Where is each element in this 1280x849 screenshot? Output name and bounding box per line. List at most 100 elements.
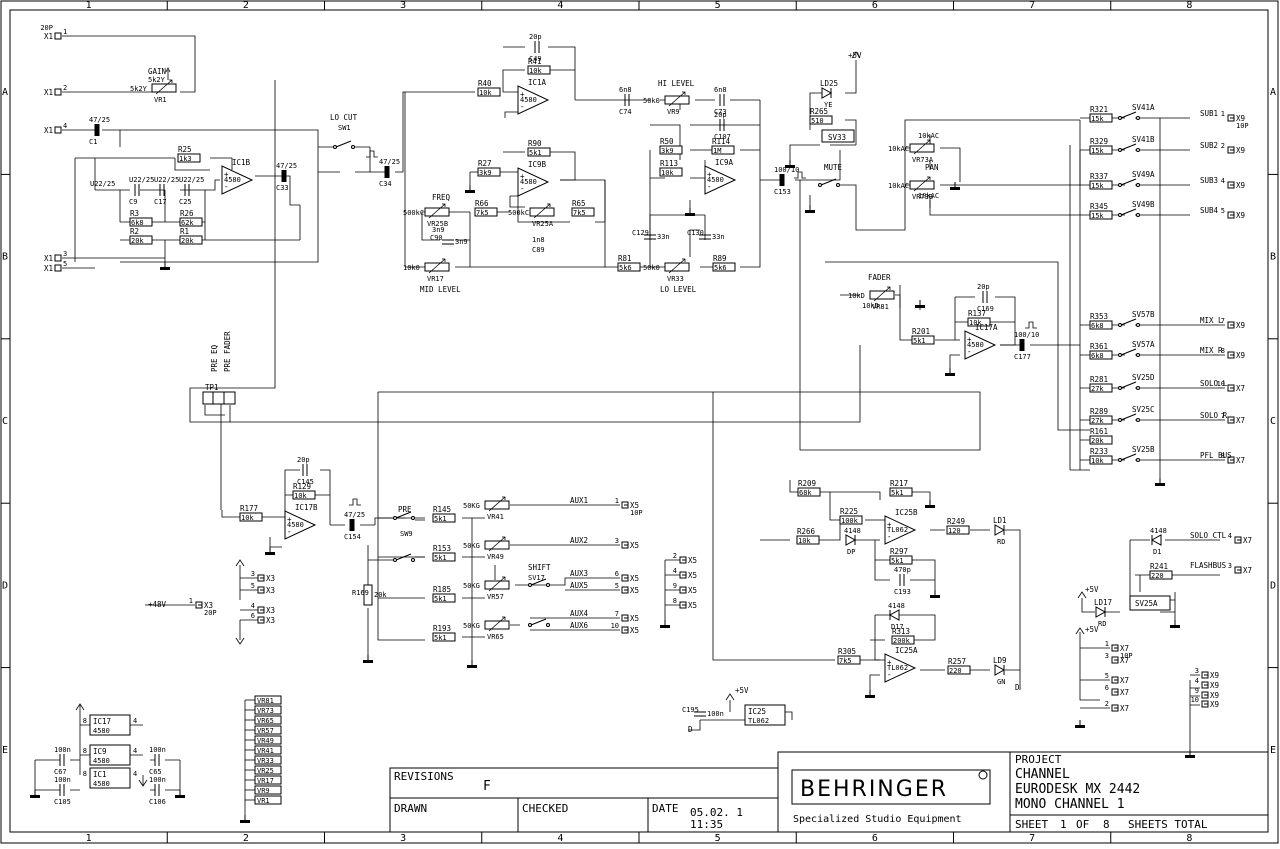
product-name: EURODESK MX 2442 — [1015, 782, 1140, 797]
x7-pin-4-pin-num: 2 — [1105, 700, 1109, 708]
r313-body — [891, 635, 915, 645]
freq-pot-body — [424, 207, 450, 217]
x7-pin-1-name: X7 — [1120, 656, 1129, 665]
x3-pin-2-pin-num: 4 — [251, 602, 255, 610]
ic1a-minus: - — [520, 102, 525, 111]
pre-label: PRE — [398, 505, 412, 514]
ld17-ref: LD17 — [1094, 598, 1112, 607]
ic9b-plus: + — [520, 172, 525, 181]
bus-switch-0-blade — [1120, 111, 1137, 119]
vr9-pot-value: 50k0 — [643, 97, 660, 105]
bus-connector-2-name: X9 — [1236, 181, 1245, 190]
vr41-pot-body — [484, 500, 510, 510]
r297-value: 5k1 — [891, 557, 904, 565]
vr9-pot-body — [664, 95, 690, 105]
vr33-pot-ref: VR33 — [667, 275, 684, 283]
c67-ref: C67 — [54, 768, 67, 776]
x7-pin-1-pin-num: 3 — [1105, 652, 1109, 660]
ic1b-minus: - — [224, 182, 229, 191]
aux-connector-5-pin-num: 10 — [611, 622, 619, 630]
ic25a-plus: + — [887, 658, 892, 667]
gnd-ic17a-symbol — [945, 373, 955, 376]
ic17a-part: 4580 — [967, 341, 984, 349]
pot-list-label-4: VR49 — [257, 737, 274, 745]
c195-ref: C195 — [682, 706, 699, 714]
r1-value: 20k — [181, 237, 194, 245]
r89-body — [712, 262, 736, 272]
bus-net-7: SOLO_R — [1200, 411, 1228, 420]
r81-value: 5k6 — [619, 264, 632, 272]
r217-body — [889, 487, 913, 497]
gain-pot-ref: VR1 — [154, 96, 167, 104]
gnd-sv25a-symbol — [1170, 625, 1180, 628]
r177-ref: R177 — [240, 504, 258, 513]
vr73b-pot-value: 10kAC — [888, 182, 909, 190]
pan-value: 10kAC — [918, 132, 939, 140]
r153-value: 5k1 — [434, 554, 447, 562]
x9-pin-3-name: X9 — [1210, 700, 1219, 709]
c17-value: U22/25 — [154, 176, 179, 184]
vr9-pot-ref: VR9 — [667, 108, 680, 116]
d1-value: 4148 — [1150, 527, 1167, 535]
r137-value: 10k — [969, 319, 982, 327]
connector-x1-2-pin — [54, 88, 62, 96]
ic9b-part: 4580 — [520, 178, 537, 186]
column-label-bottom: 6 — [872, 833, 878, 844]
connector-x1-4-pin-num: 4 — [63, 122, 67, 130]
x7-pin-3-name: X7 — [1120, 688, 1129, 697]
r26-body — [179, 217, 203, 227]
ic9a-symbol — [704, 165, 737, 195]
r1-ref: R1 — [180, 227, 189, 236]
c193-ref: C193 — [894, 588, 911, 596]
x9-pin-3-pin-num: 10 — [1191, 696, 1199, 704]
bus-connector-6-pin-num: 10 — [1217, 380, 1225, 388]
checked-label: CHECKED — [522, 802, 568, 815]
ic-power-pin4-1: 4 — [133, 747, 137, 755]
bus-switch-ref-1: SV41B — [1132, 135, 1155, 144]
vr25a-pot-value: 500kC — [508, 209, 529, 217]
column-label-bottom: 1 — [86, 833, 92, 844]
ic-power-part-0: 4580 — [93, 727, 110, 735]
bus-connector-3-pin-num: 5 — [1221, 207, 1225, 215]
bus-switch-ref-9: SV25B — [1132, 445, 1155, 454]
vr73b-pot-body — [909, 180, 935, 190]
ic25b-plus: + — [887, 520, 892, 529]
r2-value: 20k — [131, 237, 144, 245]
r137-body — [967, 317, 991, 327]
gnd-mute-2-symbol — [805, 210, 815, 213]
r66-body — [474, 207, 498, 217]
r297-body — [889, 555, 913, 565]
column-label-top: 7 — [1029, 0, 1035, 11]
tp1-pre-fader-label: PRE FADER — [223, 331, 232, 372]
tp1-pre-eq-label: PRE EQ — [210, 344, 219, 372]
date-label: DATE — [652, 802, 679, 815]
x5-gnd-1-name: X5 — [688, 571, 697, 580]
r249-value: 120 — [948, 527, 961, 535]
aux-connector-2-pin-num: 6 — [615, 570, 619, 578]
pot-list-label-9: VR9 — [257, 787, 270, 795]
c74-value: 6n8 — [619, 86, 632, 94]
ic1a-plus: + — [520, 90, 525, 99]
d17-ref: D17 — [891, 623, 904, 631]
bus-resistor-0-value: 15k — [1091, 115, 1104, 123]
c154-value: 47/25 — [344, 511, 365, 519]
bus-connector-4-pin-num: 7 — [1221, 317, 1225, 325]
vr33-pot-value: 50k0 — [643, 264, 660, 272]
total-sheets: 8 — [1103, 818, 1110, 831]
c67-value: 100n — [54, 746, 71, 754]
bus-net-2: SUB3 — [1200, 176, 1218, 185]
bus-resistor-7-ref: R289 — [1090, 407, 1108, 416]
gnd-c193-symbol — [930, 595, 940, 598]
pot-list-label-0: VR81 — [257, 697, 274, 705]
time-value: 11:35 — [690, 818, 723, 831]
ld1-symbol — [994, 524, 1006, 536]
square-wave-icon — [349, 498, 361, 506]
row-label-right: D — [1270, 580, 1276, 591]
ic17b-minus: - — [287, 527, 292, 536]
r129-value: 10k — [294, 492, 307, 500]
vr17-pot-body — [424, 262, 450, 272]
r27-value: 3k9 — [479, 169, 492, 177]
ic1a-ref: IC1A — [528, 78, 547, 87]
ic17b-plus: + — [287, 515, 292, 524]
x3-48v-pin-num: 1 — [189, 597, 193, 605]
